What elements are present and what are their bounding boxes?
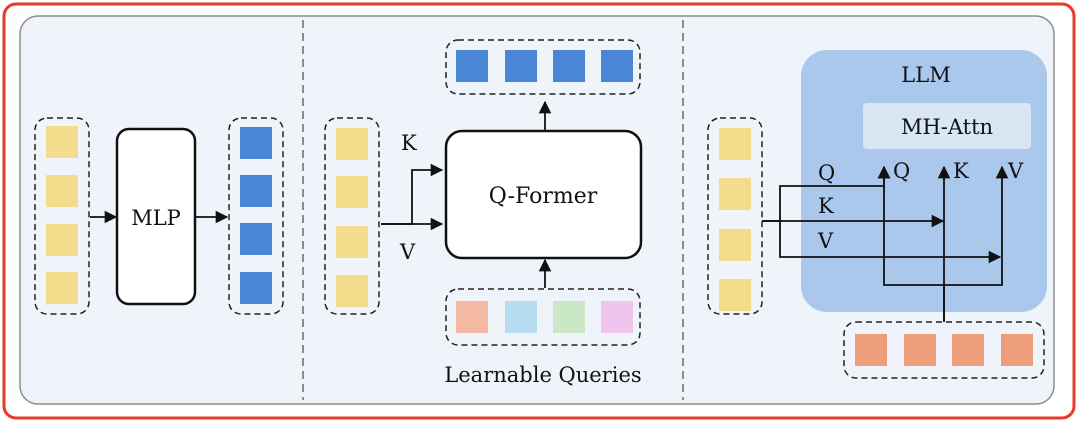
visual-token [719, 178, 751, 210]
learnable-query-token [505, 301, 537, 333]
visual-token [46, 224, 78, 256]
attn-input-q: Q [893, 159, 910, 183]
projected-token [240, 175, 272, 207]
visual-token [336, 275, 368, 307]
visual-token [336, 226, 368, 258]
route-k-label: K [818, 194, 834, 218]
qformer-label: Q-Former [489, 184, 598, 209]
projected-tokens-group [228, 117, 284, 315]
route-v [779, 221, 1002, 264]
visual-token [719, 279, 751, 311]
projected-token [240, 127, 272, 159]
visual-token [46, 175, 78, 207]
text-token [1001, 334, 1033, 366]
text-token [904, 334, 936, 366]
route-q-label: Q [818, 161, 835, 185]
visual-tokens-group [34, 117, 90, 315]
text-token [952, 334, 984, 366]
projected-token [240, 223, 272, 255]
learnable-queries-caption: Learnable Queries [444, 363, 641, 387]
visual-token [719, 229, 751, 261]
query-output-token [505, 50, 537, 82]
query-output-group [445, 39, 641, 95]
visual-tokens-group [707, 117, 763, 315]
mh-attn-label: MH-Attn [901, 115, 993, 139]
qformer-block [444, 129, 643, 260]
mh-attn-block [863, 103, 1031, 149]
learnable-query-token [456, 301, 488, 333]
text-token [855, 334, 887, 366]
mlp-block [115, 127, 197, 306]
learnable-queries-group [445, 288, 641, 346]
visual-tokens-group [324, 117, 380, 315]
query-output-token [456, 50, 488, 82]
mlp-label: MLP [131, 206, 181, 230]
panel-mlp: MLP [34, 117, 284, 315]
panel-qformer: K V Q-Former Learnable Queries [324, 39, 643, 387]
k-label: K [401, 131, 417, 155]
query-output-token [553, 50, 585, 82]
learnable-query-token [601, 301, 633, 333]
learnable-query-token [553, 301, 585, 333]
route-v-label: V [817, 229, 834, 253]
visual-token [46, 272, 78, 304]
panel-llm: LLM MH-Attn Q K V Q K V [707, 50, 1047, 379]
text-to-v [944, 165, 1009, 286]
attn-input-v: V [1007, 159, 1024, 183]
query-output-token [601, 50, 633, 82]
visual-token [719, 128, 751, 160]
visual-token [46, 126, 78, 158]
visual-token [336, 176, 368, 208]
v-label: V [399, 240, 416, 264]
text-tokens-group [843, 321, 1045, 379]
llm-label: LLM [901, 63, 950, 87]
attn-input-k: K [953, 159, 969, 183]
visual-token [336, 128, 368, 160]
projected-token [240, 272, 272, 304]
